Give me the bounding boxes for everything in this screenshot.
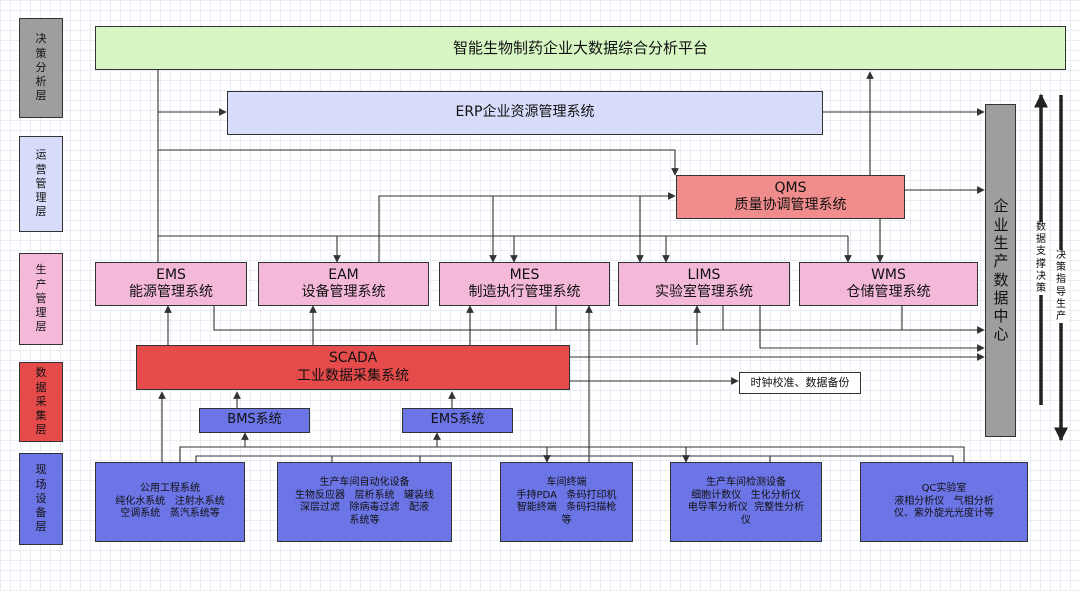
erp-box[interactable]: ERP企业资源管理系统	[227, 91, 823, 135]
utilities-line1: 纯化水系统 注射水系统	[115, 495, 225, 507]
clock-note-label: 时钟校准、数据备份	[750, 376, 850, 390]
lims-title: LIMS	[687, 266, 721, 283]
bms-box[interactable]: BMS系统	[199, 408, 310, 433]
mes-subtitle: 制造执行管理系统	[468, 284, 581, 300]
layer-acquisition-label: 数据采集层	[35, 366, 47, 437]
qc-line1: 液相分析仪 气相分析	[894, 495, 994, 507]
lims-subtitle: 实验室管理系统	[655, 284, 753, 300]
platform-title: 智能生物制药企业大数据综合分析平台	[452, 38, 708, 57]
scada-box[interactable]: SCADA 工业数据采集系统	[136, 345, 570, 390]
scada-title: SCADA	[328, 350, 378, 366]
utilities-line2: 空调系统 蒸汽系统等	[120, 508, 220, 520]
clock-note-box: 时钟校准、数据备份	[739, 372, 861, 394]
platform-box[interactable]: 智能生物制药企业大数据综合分析平台	[95, 26, 1066, 70]
ems-subtitle: 能源管理系统	[129, 284, 213, 300]
qc-title: QC实验室	[921, 483, 967, 495]
eam-system-box[interactable]: EAM 设备管理系统	[258, 262, 429, 306]
eam-title: EAM	[328, 266, 359, 283]
scada-subtitle: 工业数据采集系统	[297, 367, 409, 384]
testing-line3: 仪	[741, 514, 751, 526]
field-automation-box[interactable]: 生产车间自动化设备 生物反应器 层析系统 罐装线 深层过滤 除病毒过滤 配液 系…	[277, 462, 452, 542]
arrow-label-left-text: 数据支撑决策	[1036, 222, 1046, 294]
qms-title: QMS	[774, 179, 807, 196]
field-testing-box[interactable]: 生产车间检测设备 细胞计数仪 生化分析仪 电导率分析仪 完整性分析 仪	[670, 462, 822, 542]
ems-sub-label: EMS系统	[430, 412, 485, 428]
arrow-label-right-text: 决策指导生产	[1056, 250, 1066, 322]
testing-line2: 电导率分析仪 完整性分析	[687, 502, 805, 513]
layer-operation-label: 运营管理层	[35, 148, 47, 219]
arrow-label-left: 数据支撑决策	[1034, 222, 1048, 296]
qms-box[interactable]: QMS 质量协调管理系统	[676, 175, 905, 219]
layer-operation: 运营管理层	[19, 136, 63, 232]
terminal-line2: 智能终端 条码扫描枪	[516, 502, 617, 513]
qms-subtitle: 质量协调管理系统	[734, 197, 847, 213]
automation-line3: 系统等	[349, 514, 380, 526]
ems-system-box[interactable]: EMS 能源管理系统	[95, 262, 247, 306]
layer-acquisition: 数据采集层	[19, 362, 63, 442]
automation-title: 生产车间自动化设备	[319, 477, 410, 488]
wms-title: WMS	[871, 266, 906, 283]
field-terminal-box[interactable]: 车间终端 手持PDA 条码打印机 智能终端 条码扫描枪 等	[500, 462, 633, 542]
ems-sub-box[interactable]: EMS系统	[402, 408, 513, 433]
testing-line1: 细胞计数仪 生化分析仪	[691, 489, 801, 501]
field-qc-box[interactable]: QC实验室 液相分析仪 气相分析 仪、紫外旋光光度计等	[860, 462, 1028, 542]
layer-field-label: 现场设备层	[35, 463, 47, 534]
eam-subtitle: 设备管理系统	[301, 284, 386, 300]
terminal-title: 车间终端	[546, 477, 587, 488]
terminal-line1: 手持PDA 条码打印机	[516, 489, 617, 501]
wms-system-box[interactable]: WMS 仓储管理系统	[799, 262, 978, 306]
layer-field: 现场设备层	[19, 453, 63, 545]
ems-title: EMS	[156, 266, 186, 283]
erp-title: ERP企业资源管理系统	[455, 104, 595, 121]
layer-production-label: 生产管理层	[35, 263, 47, 334]
terminal-line3: 等	[561, 514, 572, 526]
layer-production: 生产管理层	[19, 253, 63, 345]
field-utilities-box[interactable]: 公用工程系统 纯化水系统 注射水系统 空调系统 蒸汽系统等	[95, 462, 245, 542]
wms-subtitle: 仓储管理系统	[846, 284, 931, 300]
automation-line2: 深层过滤 除病毒过滤 配液	[299, 502, 430, 513]
mes-system-box[interactable]: MES 制造执行管理系统	[439, 262, 610, 306]
testing-title: 生产车间检测设备	[706, 477, 786, 488]
arrow-label-right: 决策指导生产	[1054, 250, 1068, 324]
utilities-title: 公用工程系统	[140, 483, 200, 495]
layer-decision-label: 决策分析层	[35, 32, 47, 103]
lims-system-box[interactable]: LIMS 实验室管理系统	[618, 262, 790, 306]
data-center-label: 企业生产数据中心	[993, 197, 1009, 344]
mes-title: MES	[509, 266, 540, 283]
layer-decision: 决策分析层	[19, 18, 63, 118]
data-center-box[interactable]: 企业生产数据中心	[985, 104, 1016, 437]
bms-label: BMS系统	[227, 412, 282, 428]
qc-line2: 仪、紫外旋光光度计等	[894, 508, 994, 520]
automation-line1: 生物反应器 层析系统 罐装线	[294, 489, 435, 501]
